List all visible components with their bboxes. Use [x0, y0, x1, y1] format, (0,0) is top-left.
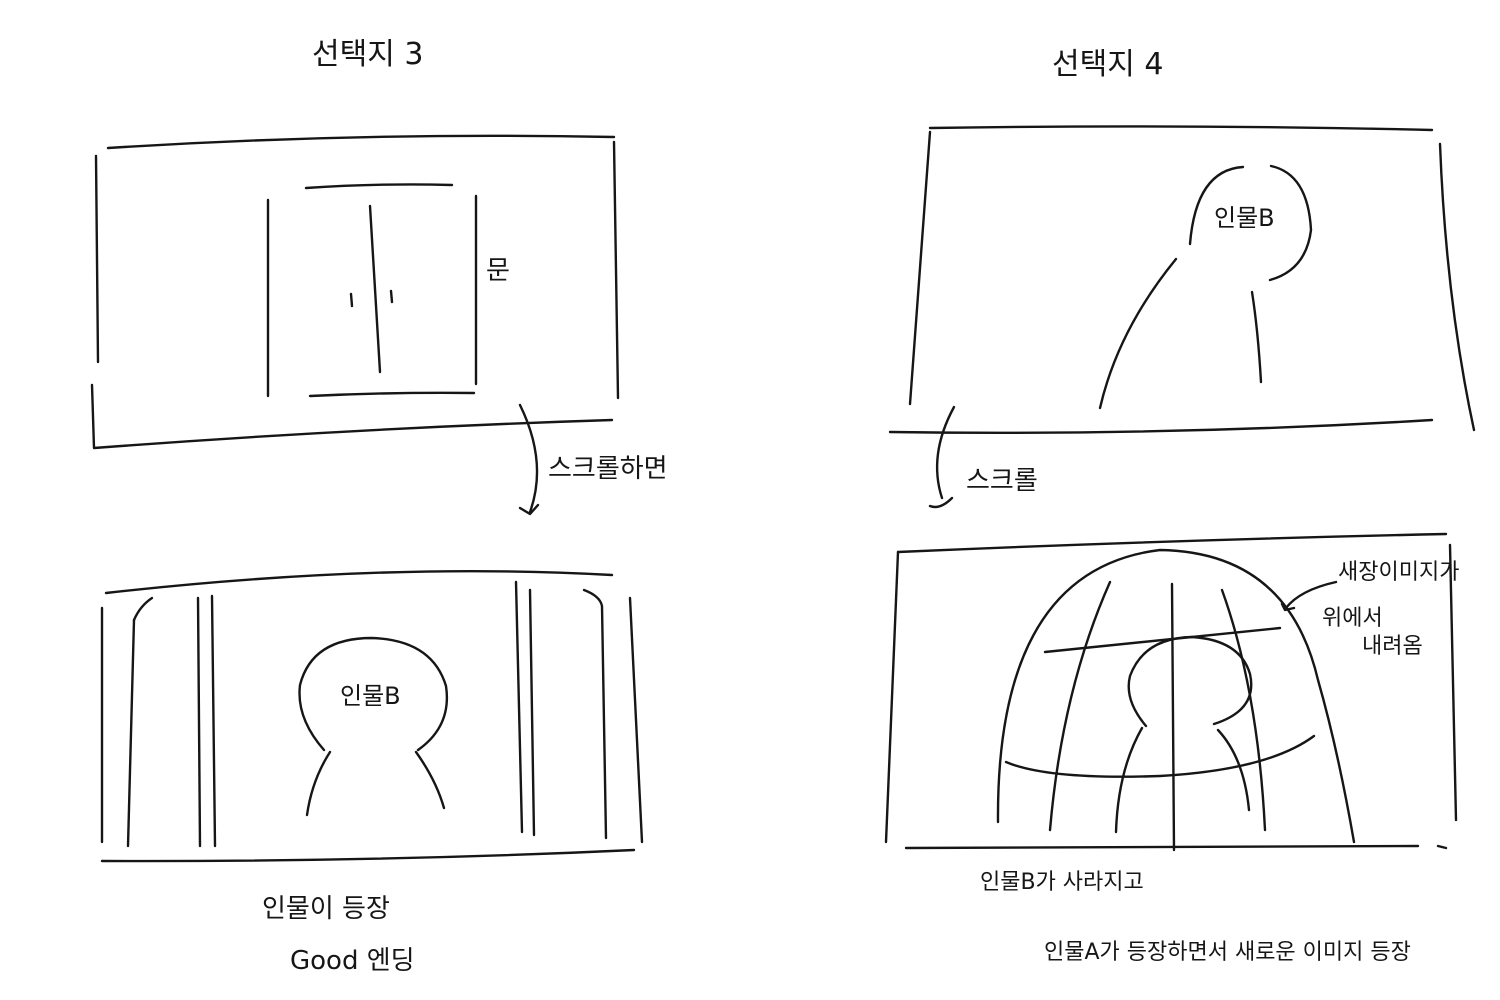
panel4-title: 선택지 4	[1052, 47, 1164, 82]
door-label: 문	[486, 256, 510, 286]
panel4-caption-line2: 인물A가 등장하면서 새로운 이미지 등장	[1044, 940, 1411, 965]
character-b-top	[1098, 164, 1313, 410]
panel4-bottom-frame	[884, 532, 1458, 850]
character-a-in-cage	[1114, 635, 1253, 834]
curtain-left	[126, 594, 217, 848]
curtain-right	[514, 580, 608, 840]
birdcage-drawing	[996, 548, 1356, 852]
panel3-bottom-frame	[100, 569, 644, 863]
panel3-caption-line2: Good 엔딩	[290, 946, 415, 976]
scroll-arrow-4	[928, 405, 956, 509]
cage-note-line2: 위에서	[1322, 606, 1383, 631]
cage-note-line3: 내려옴	[1362, 634, 1423, 659]
note-arrow	[1280, 580, 1338, 612]
door-drawing	[266, 183, 478, 398]
panel3-title: 선택지 3	[312, 37, 424, 72]
panel4-scroll-label: 스크롤	[966, 466, 1038, 496]
character-b-silhouette	[298, 636, 449, 817]
cage-note-line1: 새장이미지가	[1338, 560, 1460, 585]
panel3-caption-line1: 인물이 등장	[262, 894, 390, 924]
panel4-character-top-label: 인물B	[1214, 204, 1275, 232]
panel4-caption-line1: 인물B가 사라지고	[980, 870, 1144, 895]
panel4-top-frame	[888, 125, 1476, 434]
scroll-arrow-3	[518, 403, 540, 516]
panel3-top-frame	[90, 134, 620, 450]
panel3-scroll-label: 스크롤하면	[548, 454, 668, 484]
panel3-character-label: 인물B	[340, 682, 401, 710]
